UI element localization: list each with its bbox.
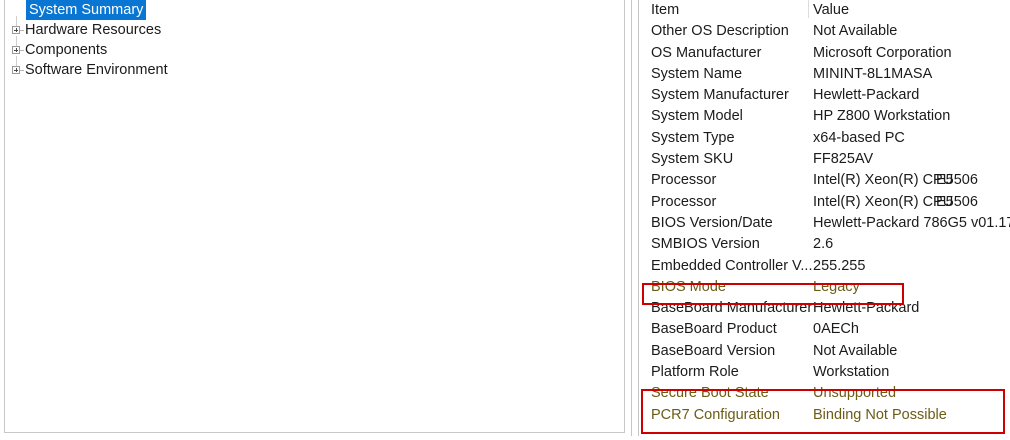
detail-item-value-overflow: E5506 — [936, 193, 978, 210]
detail-item-label: Secure Boot State — [651, 385, 769, 402]
detail-row[interactable]: BaseBoard Product 0AECh — [639, 319, 1010, 340]
detail-item-label: SMBIOS Version — [651, 236, 760, 253]
detail-item-label: System Manufacturer — [651, 87, 789, 104]
detail-item-label: Processor — [651, 193, 717, 210]
column-header-value: Value — [813, 2, 850, 18]
detail-item-label: System Name — [651, 65, 743, 82]
detail-header-row[interactable]: Item Value — [639, 0, 1010, 21]
detail-item-value: x64-based PC — [813, 129, 905, 146]
detail-item-label: System SKU — [651, 151, 734, 168]
tree-item-label: Components — [25, 42, 108, 58]
detail-row[interactable]: OS Manufacturer Microsoft Corporation — [639, 43, 1010, 64]
detail-item-label: System Type — [651, 129, 735, 146]
detail-item-label: BIOS Mode — [651, 278, 726, 295]
detail-item-value: 2.6 — [813, 236, 834, 253]
tree-item-label: Software Environment — [25, 62, 168, 78]
expand-plus-icon[interactable] — [9, 16, 25, 40]
detail-item-value: Not Available — [813, 23, 898, 40]
detail-row[interactable]: BIOS Version/Date Hewlett-Packard 786G5 v… — [639, 213, 1010, 234]
detail-item-value: Workstation — [813, 364, 890, 381]
detail-item-label: BIOS Version/Date — [651, 214, 773, 231]
detail-row[interactable]: System Name MININT-8L1MASA — [639, 64, 1010, 85]
detail-row[interactable]: System SKU FF825AV — [639, 149, 1010, 170]
detail-item-label: PCR7 Configuration — [651, 406, 780, 423]
detail-row[interactable]: System Model HP Z800 Workstation — [639, 106, 1010, 127]
tree-item-components[interactable]: Components — [5, 36, 624, 60]
detail-row[interactable]: BaseBoard Version Not Available — [639, 341, 1010, 362]
detail-item-value: HP Z800 Workstation — [813, 108, 951, 125]
detail-item-value-overflow: E5506 — [936, 172, 978, 189]
expand-plus-icon[interactable] — [9, 56, 25, 80]
detail-item-value: Microsoft Corporation — [813, 44, 952, 61]
detail-item-value: Binding Not Possible — [813, 406, 947, 423]
detail-item-value: MININT-8L1MASA — [813, 65, 933, 82]
detail-item-value: Unsupported — [813, 385, 897, 402]
detail-item-label: Embedded Controller V... — [651, 257, 813, 274]
tree-indent-spacer — [9, 0, 25, 20]
column-header-item: Item — [651, 2, 680, 18]
tree-item-label: Hardware Resources — [25, 22, 162, 38]
detail-row[interactable]: Secure Boot State Unsupported — [639, 383, 1010, 404]
detail-item-value: Intel(R) Xeon(R) CPU — [813, 172, 954, 189]
detail-item-label: BaseBoard Product — [651, 321, 777, 338]
column-divider[interactable] — [808, 0, 809, 18]
detail-row[interactable]: BIOS Mode Legacy — [639, 277, 1010, 298]
detail-item-value: Not Available — [813, 342, 898, 359]
tree-item-system-summary[interactable]: System Summary — [5, 0, 624, 20]
detail-item-value: 255.255 — [813, 257, 866, 274]
detail-item-value: 0AECh — [813, 321, 859, 338]
detail-row[interactable]: PCR7 Configuration Binding Not Possible — [639, 405, 1010, 426]
detail-row[interactable]: System Type x64-based PC — [639, 128, 1010, 149]
detail-item-label: BaseBoard Version — [651, 342, 776, 359]
detail-item-value: FF825AV — [813, 151, 874, 168]
detail-item-value: Hewlett-Packard 786G5 v01.17, 8/ — [813, 214, 1010, 231]
tree-item-hardware-resources[interactable]: Hardware Resources — [5, 16, 624, 40]
detail-row[interactable]: Embedded Controller V...255.255 — [639, 256, 1010, 277]
detail-row[interactable]: Other OS Description Not Available — [639, 21, 1010, 42]
detail-row[interactable]: Platform Role Workstation — [639, 362, 1010, 383]
detail-item-label: System Model — [651, 108, 743, 125]
detail-item-label: OS Manufacturer — [651, 44, 762, 61]
detail-item-value: Hewlett-Packard — [813, 300, 920, 317]
detail-item-value: Intel(R) Xeon(R) CPU — [813, 193, 954, 210]
tree-item-software-environment[interactable]: Software Environment — [5, 56, 624, 80]
detail-row[interactable]: SMBIOS Version 2.6 — [639, 234, 1010, 255]
detail-item-label: Platform Role — [651, 364, 739, 381]
tree-item-label: System Summary — [26, 0, 147, 20]
detail-item-label: BaseBoard Manufacturer — [651, 300, 813, 317]
detail-item-value: Legacy — [813, 278, 860, 295]
detail-row[interactable]: System Manufacturer Hewlett-Packard — [639, 85, 1010, 106]
expand-plus-icon[interactable] — [9, 36, 25, 60]
detail-item-label: Processor — [651, 172, 717, 189]
detail-item-value: Hewlett-Packard — [813, 87, 920, 104]
detail-item-label: Other OS Description — [651, 23, 789, 40]
